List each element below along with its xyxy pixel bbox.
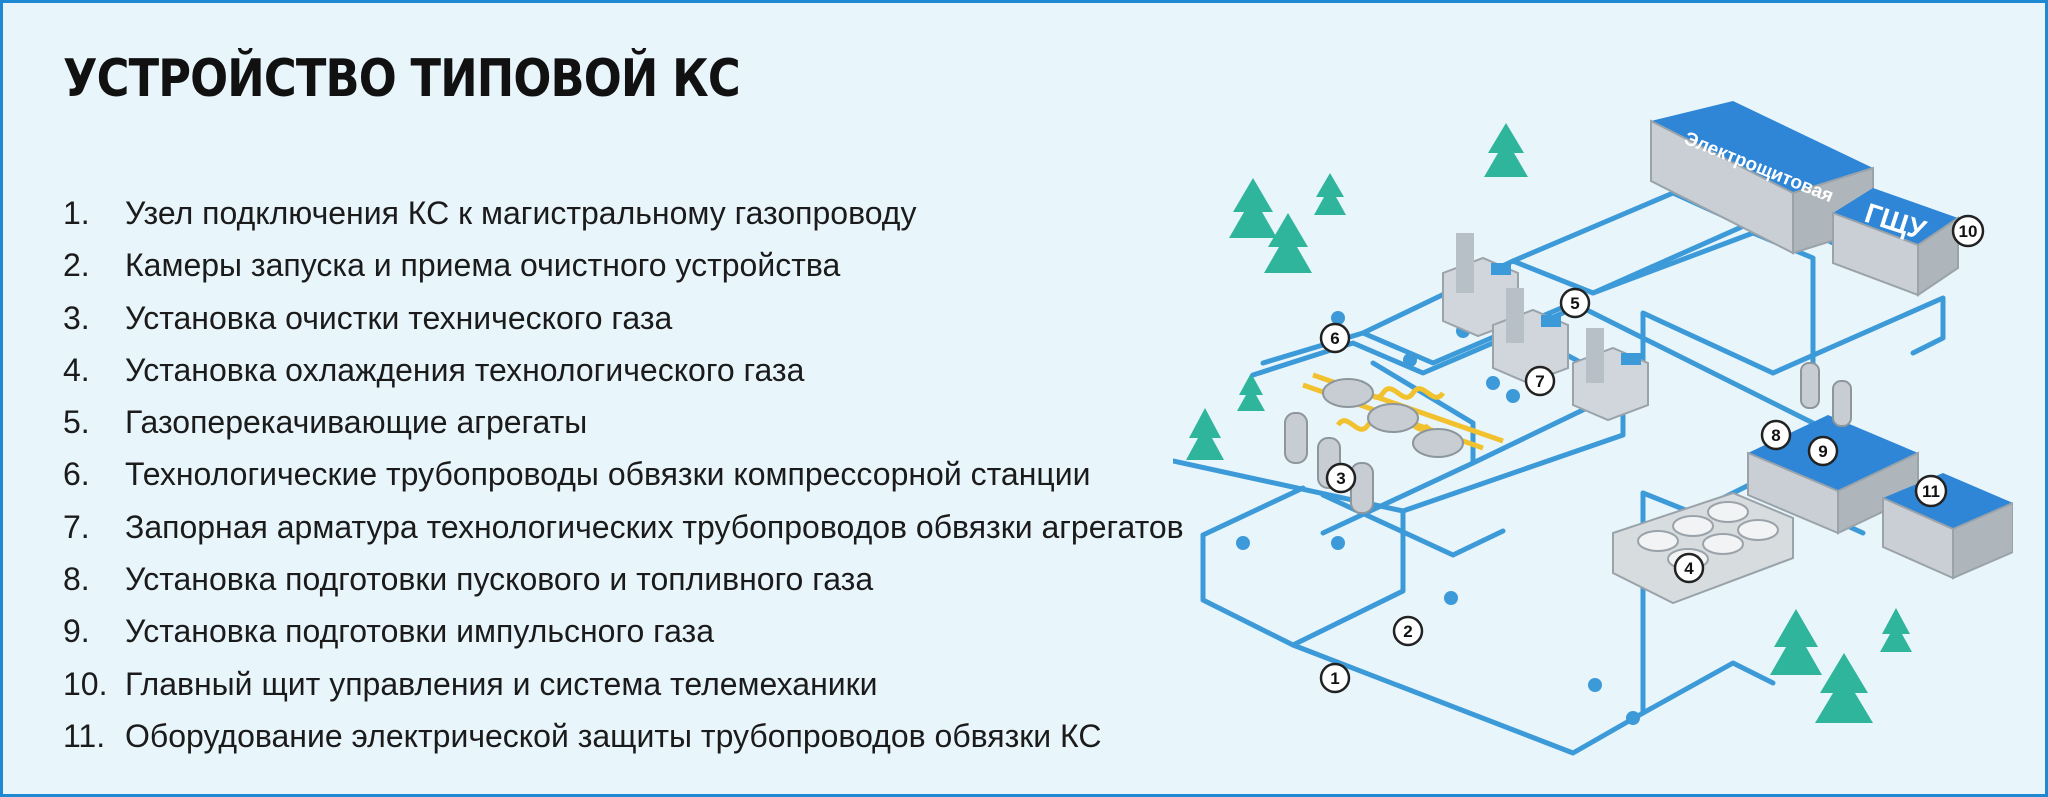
callout-4: 4 xyxy=(1673,552,1705,584)
legend-number: 3. xyxy=(63,299,90,336)
svg-text:2: 2 xyxy=(1403,622,1412,641)
page-title: УСТРОЙСТВО ТИПОВОЙ КС xyxy=(63,49,741,109)
gas-cleaning-unit xyxy=(1284,378,1464,514)
valve-icon xyxy=(1403,353,1417,367)
pumping-unit xyxy=(1492,288,1569,385)
legend-number: 2. xyxy=(63,247,90,284)
callouts: 1 2 3 4 5 6 7 8 9 10 11 xyxy=(1319,214,1985,694)
svg-text:4: 4 xyxy=(1684,559,1694,578)
valve-icon xyxy=(1588,678,1602,692)
svg-text:1: 1 xyxy=(1330,669,1339,688)
callout-5: 5 xyxy=(1559,287,1591,319)
tree-icon xyxy=(1237,373,1265,411)
legend-text: Технологические трубопроводы обвязки ком… xyxy=(125,456,1091,493)
legend-text: Узел подключения КС к магистральному газ… xyxy=(125,195,917,231)
legend-list: 1. Узел подключения КС к магистральному г… xyxy=(63,187,1184,762)
callout-10: 10 xyxy=(1951,214,1985,248)
legend-text: Запорная арматура технологических трубоп… xyxy=(125,508,1184,545)
valve-icon xyxy=(1331,536,1345,550)
cooling-unit xyxy=(1612,491,1794,605)
callout-2: 2 xyxy=(1392,615,1424,647)
switchgear-building: Электрощитовая xyxy=(1650,101,1874,255)
station-illustration: Электрощитовая ГЩУ 1 2 3 4 5 6 7 8 9 10 … xyxy=(1173,101,2013,756)
legend-text: Газоперекачивающие агрегаты xyxy=(125,404,588,441)
valve-icon xyxy=(1444,591,1458,605)
valve-icon xyxy=(1331,311,1345,325)
svg-text:5: 5 xyxy=(1570,294,1579,313)
legend-number: 7. xyxy=(63,508,90,545)
legend-text: Камеры запуска и приема очистного устрой… xyxy=(125,247,841,284)
callout-1: 1 xyxy=(1319,662,1351,694)
control-building: ГЩУ xyxy=(1832,188,1959,297)
legend-item: 8. Установка подготовки пускового и топли… xyxy=(63,553,1184,605)
legend-item: 6. Технологические трубопроводы обвязки к… xyxy=(63,448,1184,500)
svg-text:8: 8 xyxy=(1771,426,1780,445)
tree-icon xyxy=(1186,408,1224,460)
legend-text: Установка подготовки пускового и топливн… xyxy=(125,561,874,598)
legend-number: 1. xyxy=(63,195,90,231)
valve-icon xyxy=(1486,376,1500,390)
svg-text:10: 10 xyxy=(1959,222,1978,241)
legend-text: Установка охлаждения технологического га… xyxy=(125,351,805,388)
tree-icon xyxy=(1815,653,1873,723)
legend-text: Оборудование электрической защиты трубоп… xyxy=(125,717,1102,754)
valve-icon xyxy=(1506,389,1520,403)
svg-text:7: 7 xyxy=(1535,372,1544,391)
callout-11: 11 xyxy=(1914,474,1948,508)
legend-number: 5. xyxy=(63,404,90,441)
valve-icon xyxy=(1626,711,1640,725)
tree-icon xyxy=(1314,173,1346,215)
legend-number: 11. xyxy=(63,717,106,754)
svg-text:11: 11 xyxy=(1922,482,1940,501)
trees xyxy=(1186,123,1912,723)
pumping-unit xyxy=(1572,328,1649,422)
legend-number: 9. xyxy=(63,613,90,650)
callout-9: 9 xyxy=(1807,435,1839,467)
legend-text: Установка подготовки импульсного газа xyxy=(125,613,714,650)
callout-3: 3 xyxy=(1325,462,1357,494)
legend-item: 11. Оборудование электрической защиты тру… xyxy=(63,710,1184,762)
legend-item: 10. Главный щит управления и система теле… xyxy=(63,658,1184,710)
valves xyxy=(1236,311,1640,725)
legend-number: 8. xyxy=(63,561,90,598)
tree-icon xyxy=(1880,608,1912,652)
legend-item: 2. Камеры запуска и приема очистного устр… xyxy=(63,239,1184,291)
legend-item: 5. Газоперекачивающие агрегаты xyxy=(63,396,1184,448)
svg-text:6: 6 xyxy=(1330,329,1339,348)
tree-icon xyxy=(1770,609,1822,675)
legend-item: 9. Установка подготовки импульсного газа xyxy=(63,605,1184,657)
callout-6: 6 xyxy=(1319,322,1351,354)
tree-icon xyxy=(1484,123,1528,177)
callout-7: 7 xyxy=(1524,365,1556,397)
tree-icon xyxy=(1229,178,1277,238)
legend-item: 1. Узел подключения КС к магистральному г… xyxy=(63,187,1184,239)
valve-icon xyxy=(1236,536,1250,550)
legend-number: 10. xyxy=(63,665,108,702)
svg-text:3: 3 xyxy=(1336,469,1345,488)
legend-number: 4. xyxy=(63,351,90,388)
legend-text: Установка очистки технического газа xyxy=(125,299,673,336)
legend-item: 3. Установка очистки технического газа xyxy=(63,292,1184,344)
legend-item: 4. Установка охлаждения технологического … xyxy=(63,344,1184,396)
legend-item: 7. Запорная арматура технологических труб… xyxy=(63,501,1184,553)
pumping-units xyxy=(1442,233,1649,422)
callout-8: 8 xyxy=(1760,419,1792,451)
tree-icon xyxy=(1264,213,1312,273)
svg-text:9: 9 xyxy=(1818,442,1827,461)
legend-text: Главный щит управления и система телемех… xyxy=(125,665,878,702)
legend-number: 6. xyxy=(63,456,90,493)
